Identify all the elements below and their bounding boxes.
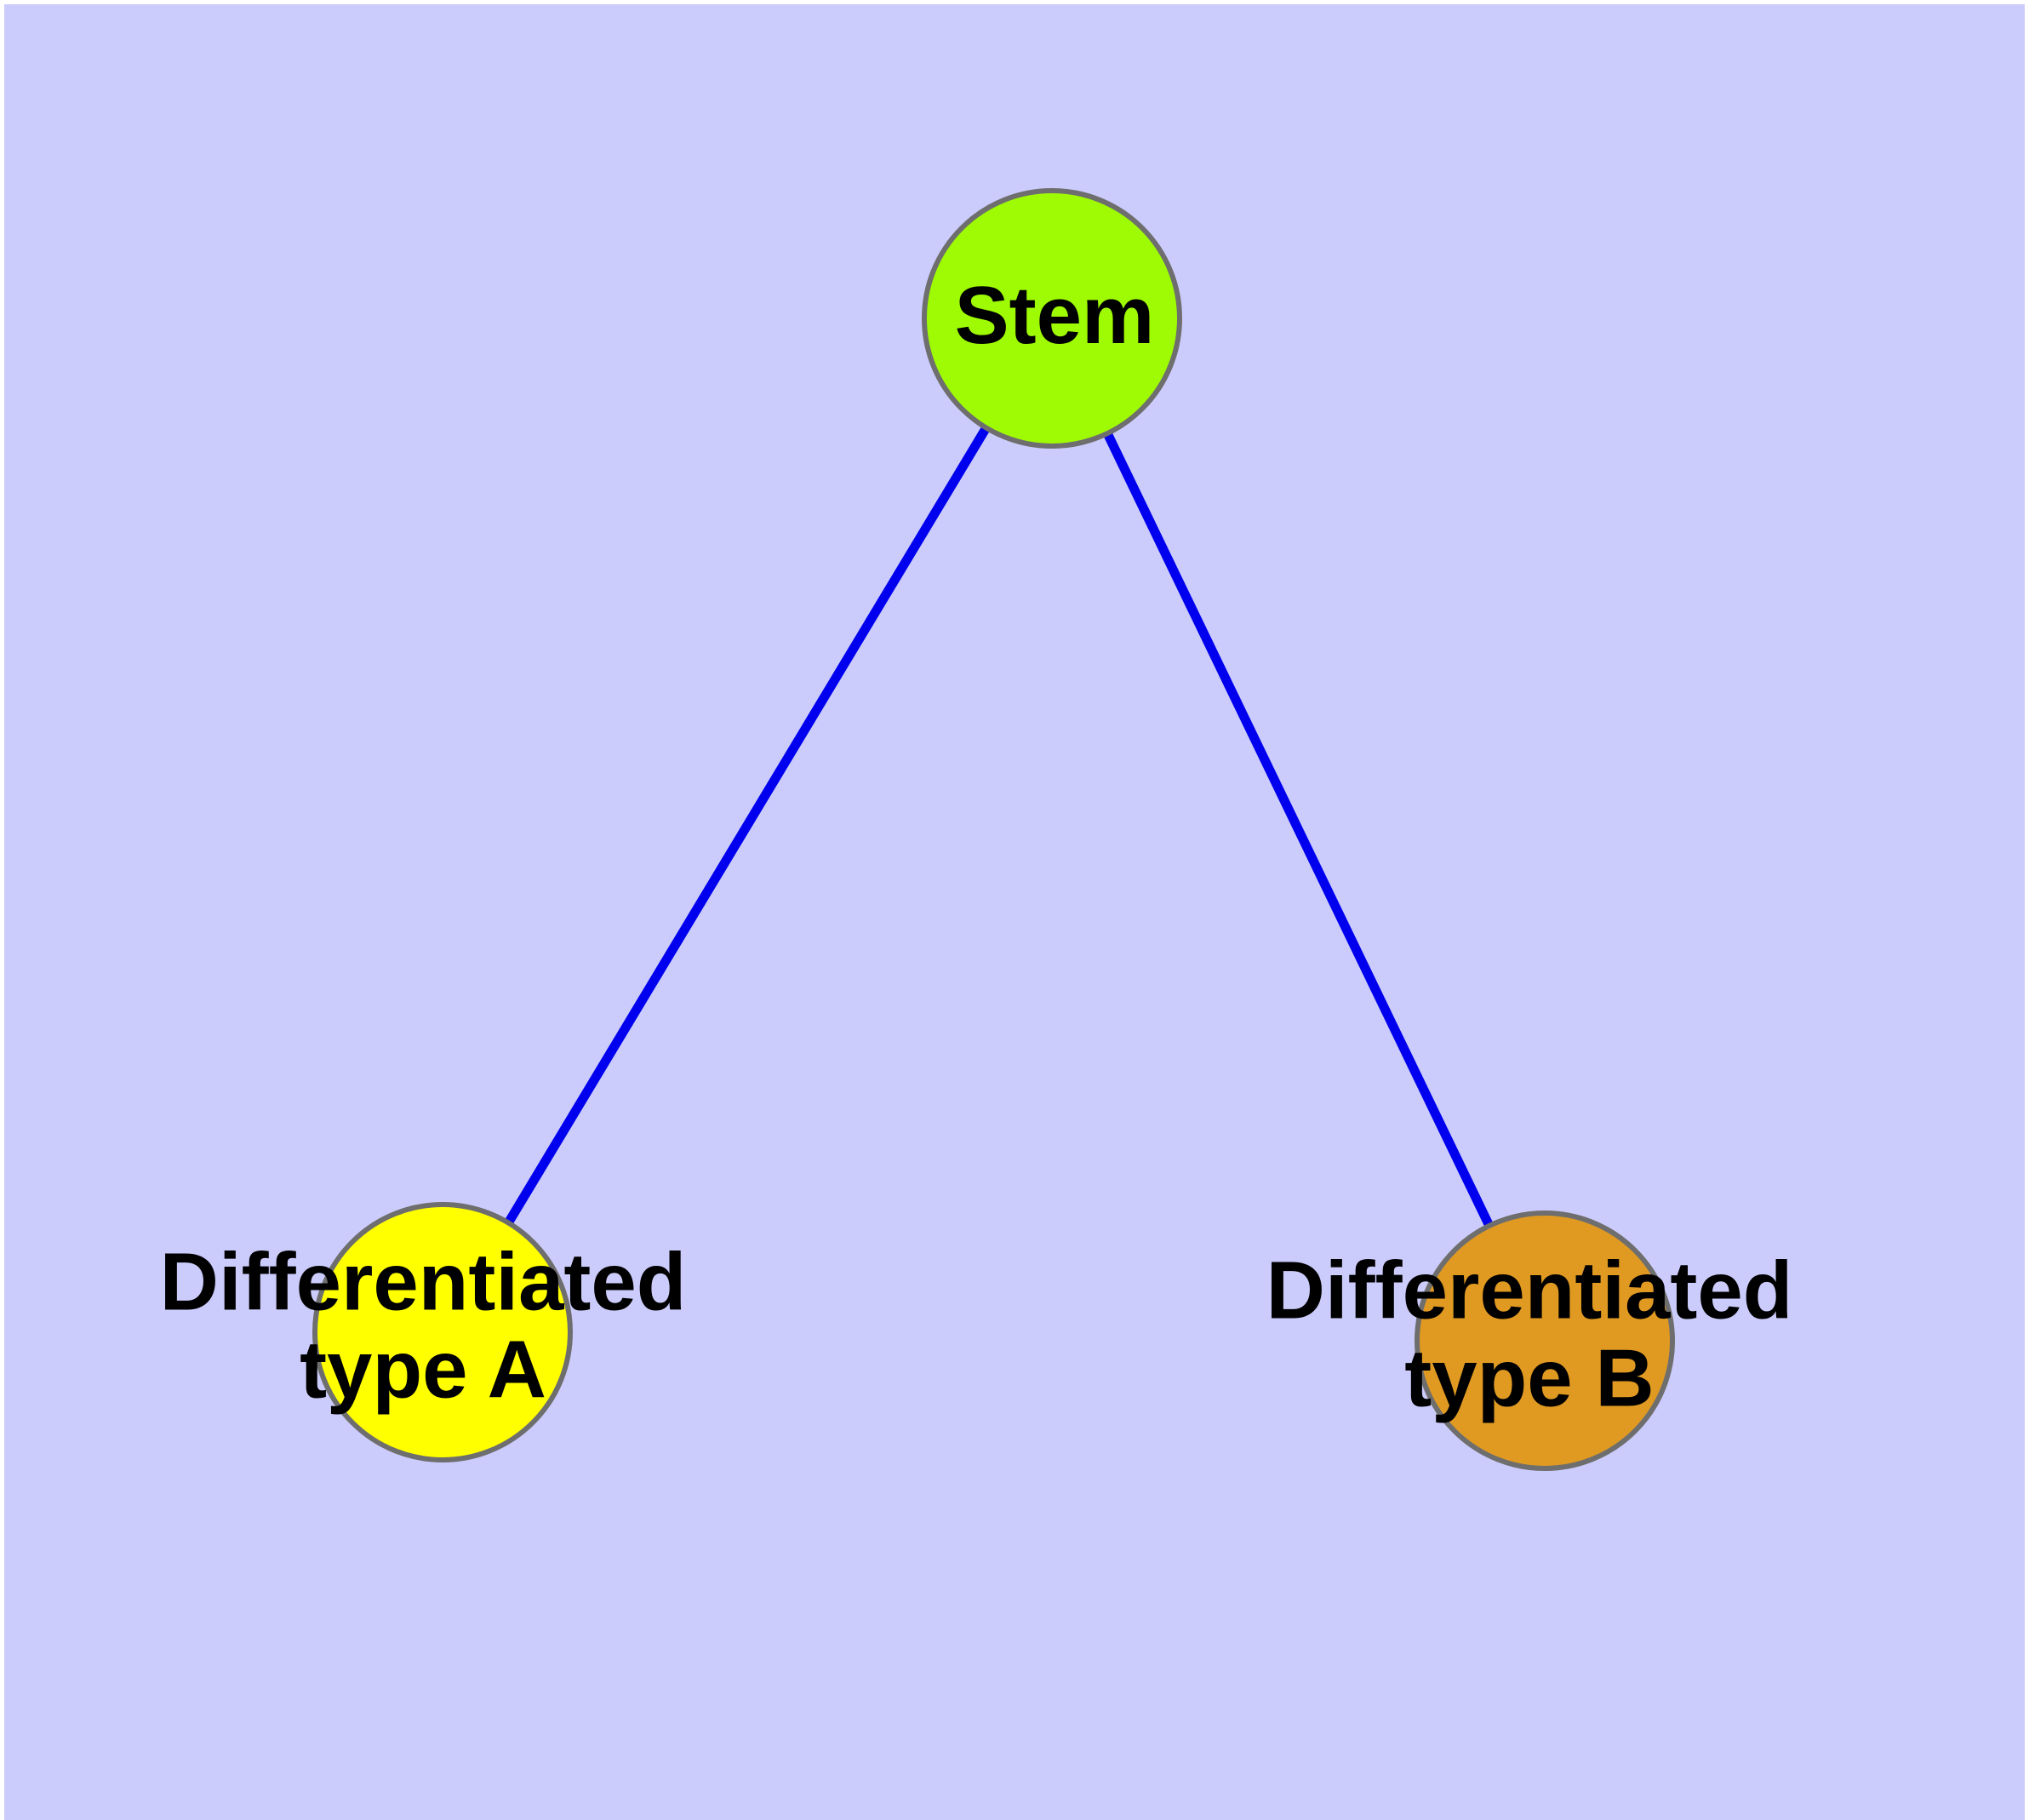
- node-label-line: type B: [1404, 1333, 1654, 1424]
- node-diff_b[interactable]: [1415, 1210, 1675, 1471]
- node-label-stem: Stem: [955, 270, 1155, 361]
- edge-stem-to-diff-a: [504, 425, 991, 1226]
- node-diff_a[interactable]: [312, 1202, 573, 1462]
- node-label-line: type A: [300, 1325, 546, 1416]
- node-label-line: Stem: [955, 270, 1155, 361]
- nodes-layer: [312, 188, 1675, 1471]
- node-label-line: Differentiated: [1266, 1245, 1793, 1336]
- node-label-line: Differentiated: [160, 1237, 687, 1328]
- edge-stem-to-diff-b: [1103, 431, 1494, 1228]
- node-stem[interactable]: [922, 188, 1182, 449]
- edges-layer: [504, 425, 1494, 1228]
